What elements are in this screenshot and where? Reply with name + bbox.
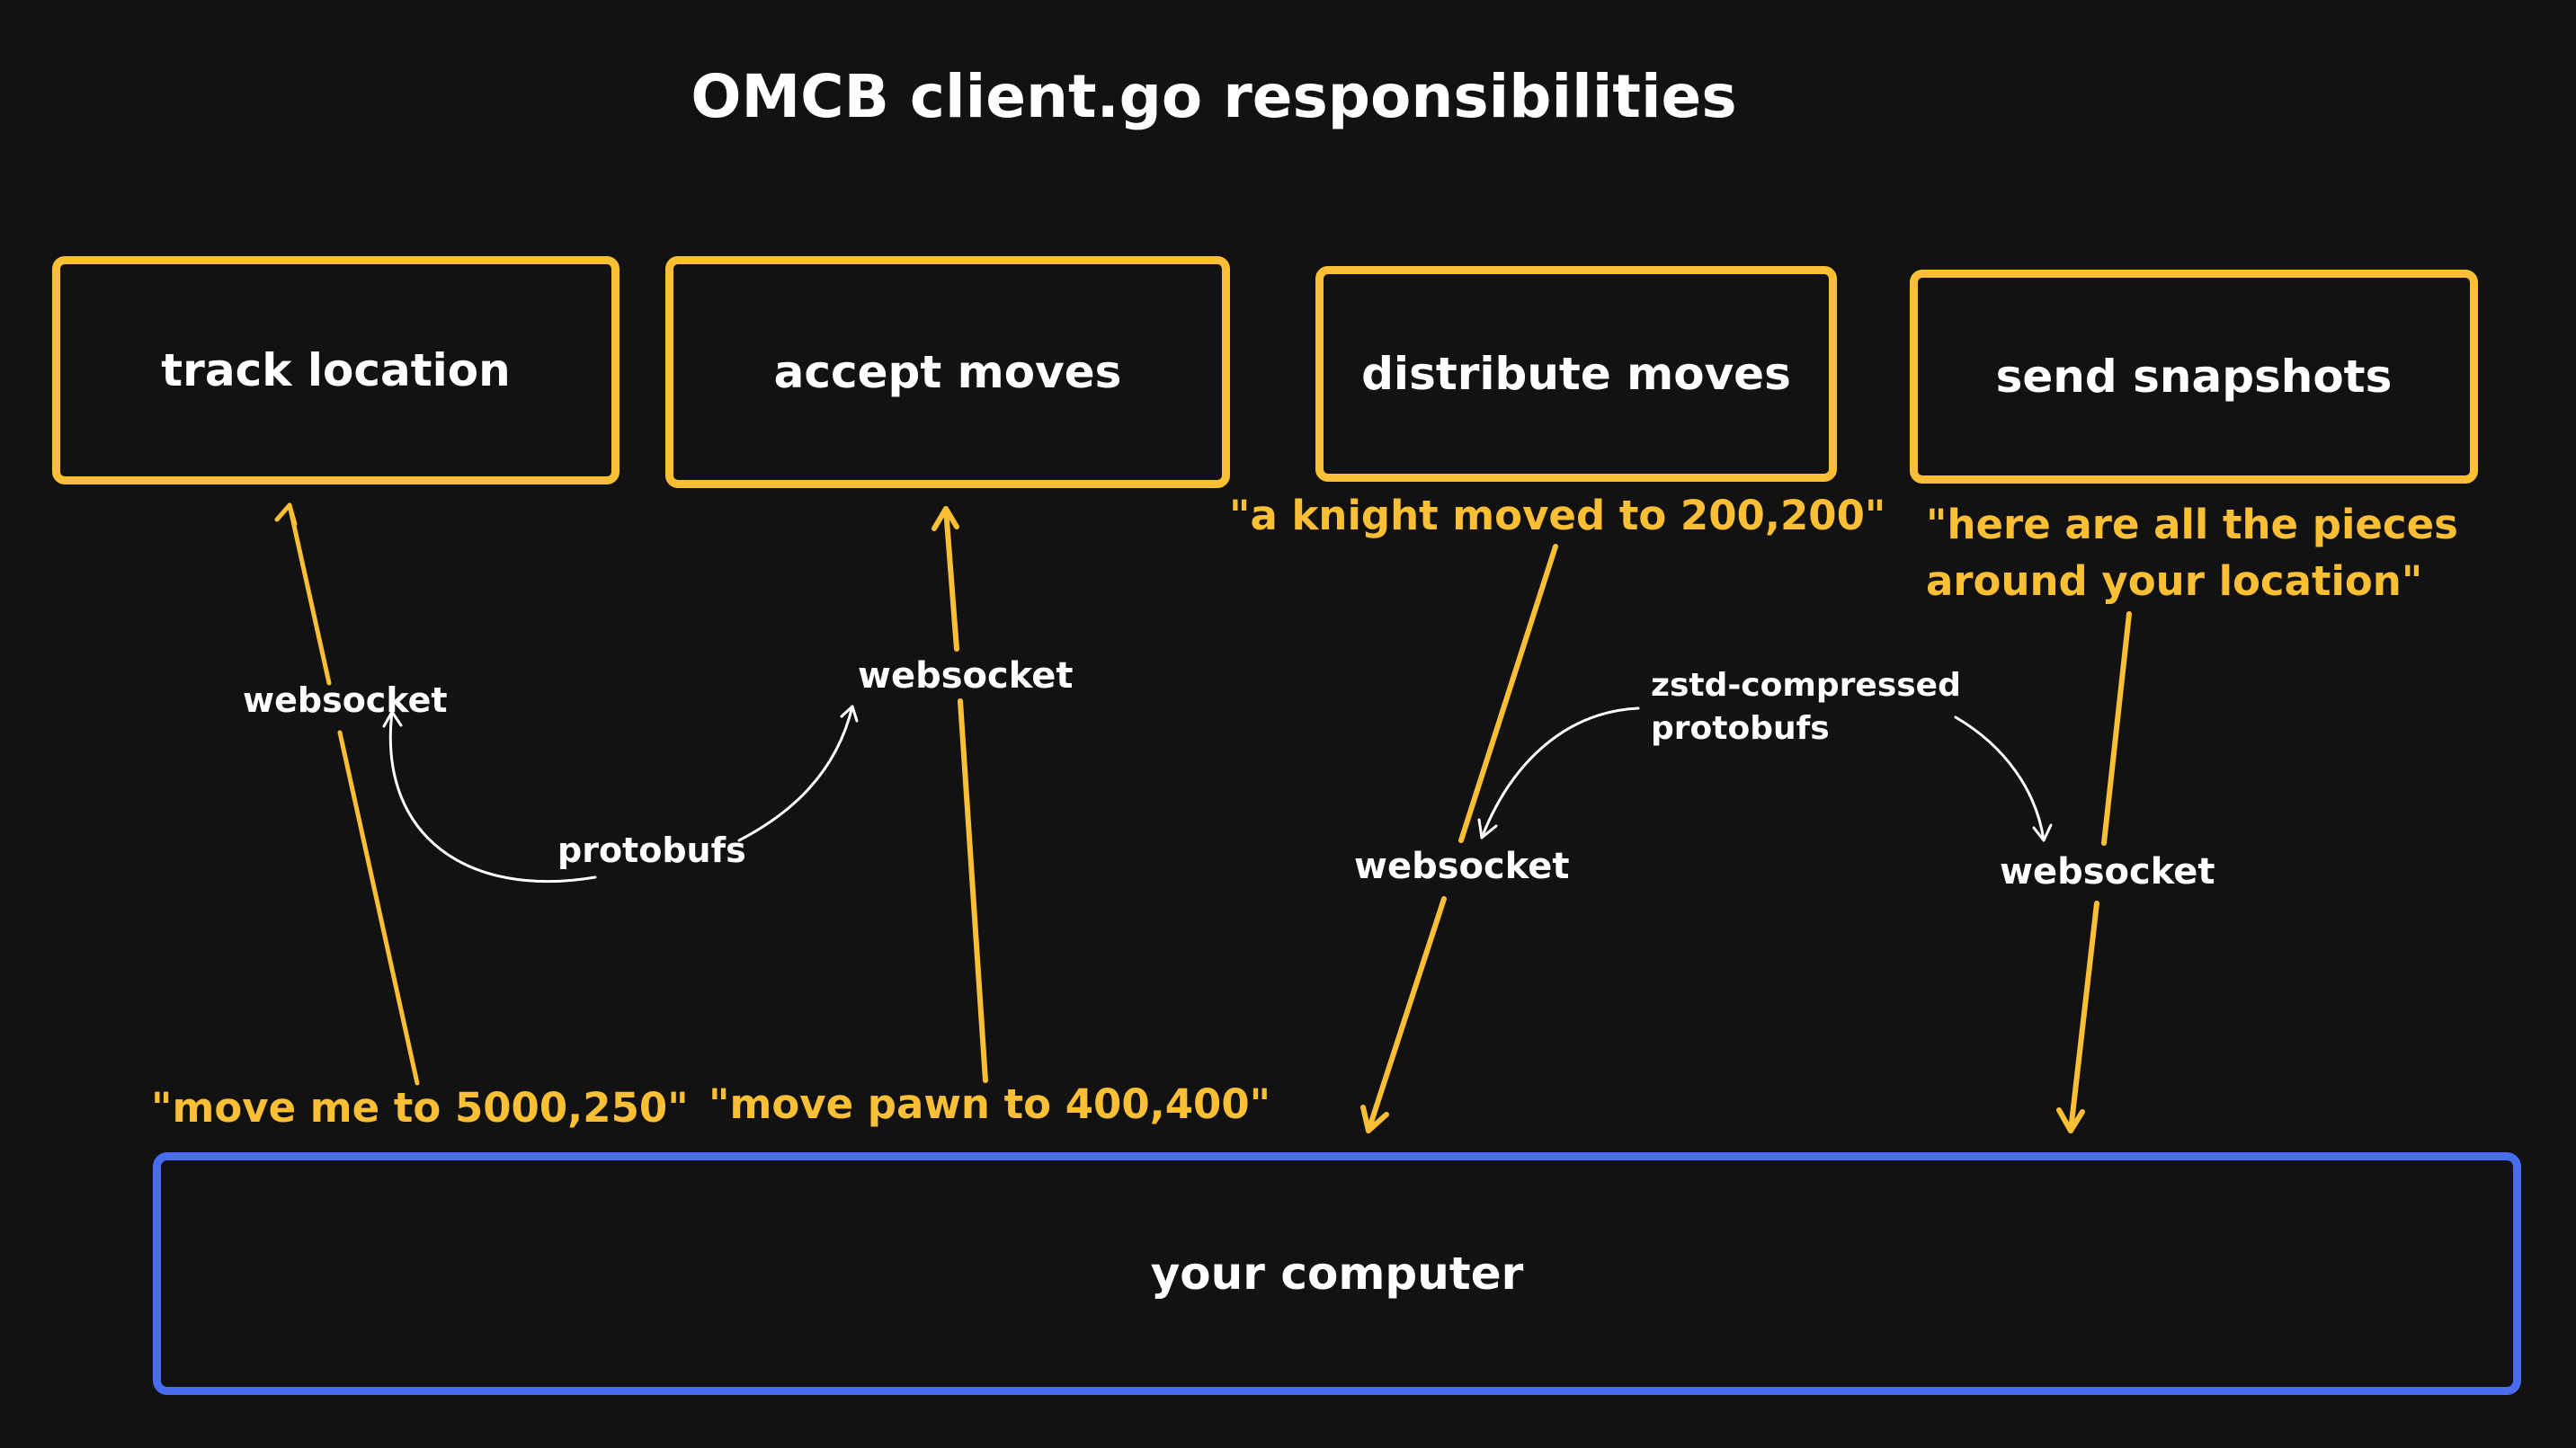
arrow-knight-moved-to-computer (1360, 544, 1558, 1133)
box-label-send-snapshots: send snapshots (1995, 351, 2393, 403)
box-send-snapshots: send snapshots (1910, 270, 2478, 484)
label-zstd-line1: zstd-compressed (1651, 667, 1961, 704)
box-label-accept-moves: accept moves (773, 346, 1122, 398)
box-distribute-moves: distribute moves (1315, 266, 1837, 482)
diagram-title: OMCB client.go responsibilities (691, 62, 1737, 131)
label-websocket-accept: websocket (858, 655, 1074, 697)
box-label-your-computer: your computer (1150, 1248, 1524, 1300)
message-move-pawn: "move pawn to 400,400" (709, 1080, 1271, 1128)
box-track-location: track location (52, 256, 619, 484)
arrow-move-pawn-to-accept-moves (931, 506, 988, 1083)
label-websocket-distribute: websocket (1354, 846, 1570, 887)
zstd-annotation-arrows (1477, 706, 2053, 842)
message-knight-moved: "a knight moved to 200,200" (1229, 492, 1886, 539)
label-websocket-snapshots: websocket (2000, 851, 2215, 893)
label-websocket-track: websocket (243, 680, 448, 720)
message-snapshot-line1: "here are all the pieces (1926, 501, 2458, 548)
protobufs-annotation-arrows (382, 705, 859, 884)
box-your-computer: your computer (153, 1152, 2521, 1395)
box-accept-moves: accept moves (665, 256, 1230, 488)
box-label-track-location: track location (161, 344, 511, 396)
message-snapshot-line2: around your location" (1926, 557, 2423, 605)
arrow-move-me-to-track-location (274, 502, 420, 1086)
box-label-distribute-moves: distribute moves (1361, 348, 1791, 400)
message-move-me: "move me to 5000,250" (151, 1084, 689, 1132)
label-protobufs: protobufs (557, 831, 746, 870)
arrow-snapshot-to-computer (2056, 611, 2132, 1133)
label-zstd-line2: protobufs (1651, 710, 1830, 747)
